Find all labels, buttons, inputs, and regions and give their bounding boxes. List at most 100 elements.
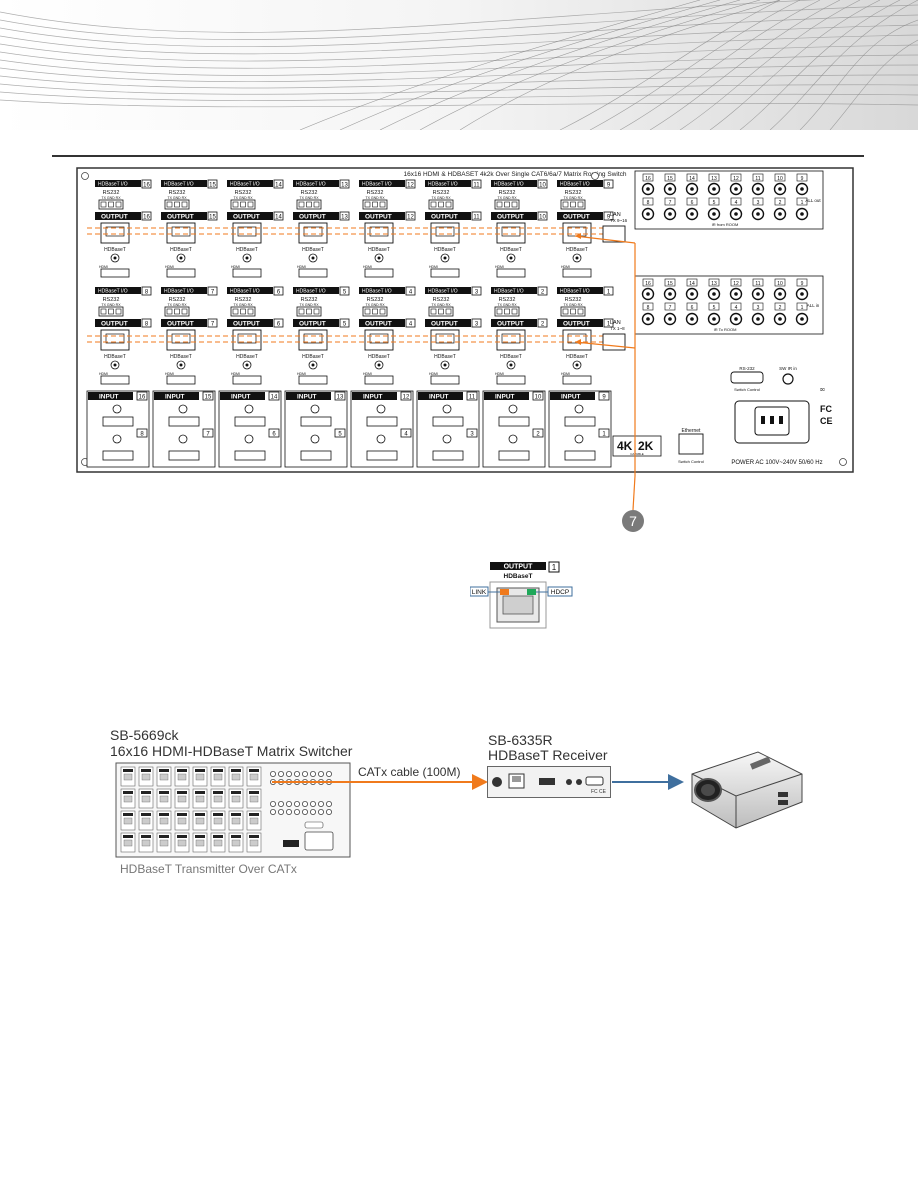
ir-number: 4 [735, 200, 738, 206]
ir-jack-center [443, 256, 447, 260]
hdmi-port-icon [166, 268, 196, 278]
rs232-pins: TX GND RX [299, 303, 319, 307]
io-header [425, 287, 471, 294]
port-number-box [537, 286, 548, 296]
rs232-label: RS232 [235, 190, 252, 196]
thumb-ir-jack [285, 778, 292, 785]
ir-number-box [686, 278, 698, 287]
ir-number-box [730, 197, 742, 206]
rs232-pins: TX GND RX [233, 196, 253, 200]
io-label: HDBaseT I/O [164, 182, 194, 188]
input-header [154, 392, 199, 400]
output-header [161, 212, 207, 220]
thumb-rj45 [123, 839, 133, 847]
port-number: 13 [337, 395, 344, 401]
ir-jack-center [113, 363, 117, 367]
ir-jack-icon [112, 404, 122, 414]
hdmi-port-icon [168, 416, 200, 427]
thumb-ir-jack [317, 809, 324, 816]
ethernet-port-icon [678, 433, 704, 455]
rj45-socket-icon [303, 333, 323, 344]
ir-jack-icon [178, 404, 188, 414]
ir-jack-center [377, 363, 381, 367]
panel-title: 16x16 HDMI & HDBASET 4k2k Over Single CA… [403, 171, 626, 178]
port-number: 2 [536, 432, 540, 438]
detail-socket [502, 595, 534, 615]
terminal-pin-icon [364, 201, 371, 208]
badge-4k: 4K [617, 439, 633, 453]
thumb-ir-jack [301, 770, 308, 777]
ir-jack-center [646, 212, 650, 216]
ir-jack-center [443, 363, 447, 367]
port-number-box [603, 179, 614, 189]
port-number-box [339, 179, 350, 189]
hdbaset-label: HDBaseT [434, 247, 456, 253]
port-number-box [202, 391, 214, 401]
ir-number-box [752, 173, 764, 182]
power-label: POWER AC 100V~240V 50/60 Hz [731, 460, 822, 466]
ir-number: 14 [689, 281, 695, 287]
thumb-rj45 [159, 817, 169, 825]
hdmi-label: HDMI [363, 265, 372, 269]
screw-icon [591, 172, 599, 180]
port-number: 10 [535, 395, 542, 401]
port-number-box [334, 428, 346, 438]
thumb-port-header [213, 813, 223, 816]
rj45-socket-icon [171, 333, 191, 344]
port-number-box [273, 211, 284, 221]
terminal-pin-icon [511, 201, 518, 208]
ir-number: 10 [777, 281, 783, 287]
ir-number: 11 [755, 281, 760, 287]
terminal-pin-icon [445, 308, 452, 315]
thumb-port-header [231, 769, 241, 772]
thumb-port-header [141, 813, 151, 816]
badge-2k: 2K [638, 439, 654, 453]
terminal-pin-icon [181, 308, 188, 315]
thumb-ir-jack [285, 770, 292, 777]
ir-number-box [796, 278, 808, 287]
io-label: HDBaseT I/O [560, 182, 590, 188]
io-header [293, 287, 339, 294]
output-label: OUTPUT [299, 321, 326, 328]
ir-number: 12 [733, 281, 739, 287]
io-header [293, 180, 339, 187]
terminal-pin-icon [306, 308, 312, 315]
thumb-port-header [177, 791, 187, 794]
ir-jack-icon [574, 434, 584, 444]
terminal-pin-icon [570, 308, 576, 315]
port-number: 2 [541, 290, 545, 296]
terminal-pin-icon [504, 201, 510, 208]
io-header [359, 287, 405, 294]
thumb-rj45 [213, 773, 223, 781]
callout-leader [632, 475, 636, 511]
port-number-box [141, 179, 152, 189]
port-number: 15 [209, 215, 216, 221]
hdmi-port-icon [364, 268, 394, 278]
rs232-pins: TX GND RX [101, 196, 121, 200]
detail-output-label: OUTPUT [504, 564, 534, 571]
ir-jack-center [377, 256, 381, 260]
ir-number-box [708, 173, 720, 182]
thumb-port-header [213, 835, 223, 838]
io-label: HDBaseT I/O [98, 289, 128, 295]
input-label: INPUT [561, 394, 581, 401]
output-label: OUTPUT [299, 214, 326, 221]
hdbaset-label: HDBaseT [566, 354, 588, 360]
ir-jack-center [245, 256, 249, 260]
thumb-ir-jack [301, 801, 308, 808]
terminal-pin-icon [232, 308, 239, 315]
lan-tx-label: TX 1~8 [610, 326, 625, 331]
ir-number-box [686, 173, 698, 182]
hdmi-port-icon [168, 450, 200, 461]
port-number: 16 [143, 183, 150, 189]
ir-number-box [642, 302, 654, 311]
hdmi-port-icon [562, 375, 592, 385]
port-number: 5 [343, 290, 347, 296]
output-label: OUTPUT [497, 214, 524, 221]
ir-jack-center [690, 292, 694, 296]
port-number-box [466, 428, 478, 438]
thumb-db9 [304, 821, 324, 829]
thumb-ir-jack [325, 801, 332, 808]
ir-jack-center [778, 317, 782, 321]
ir-number: 8 [647, 305, 650, 311]
